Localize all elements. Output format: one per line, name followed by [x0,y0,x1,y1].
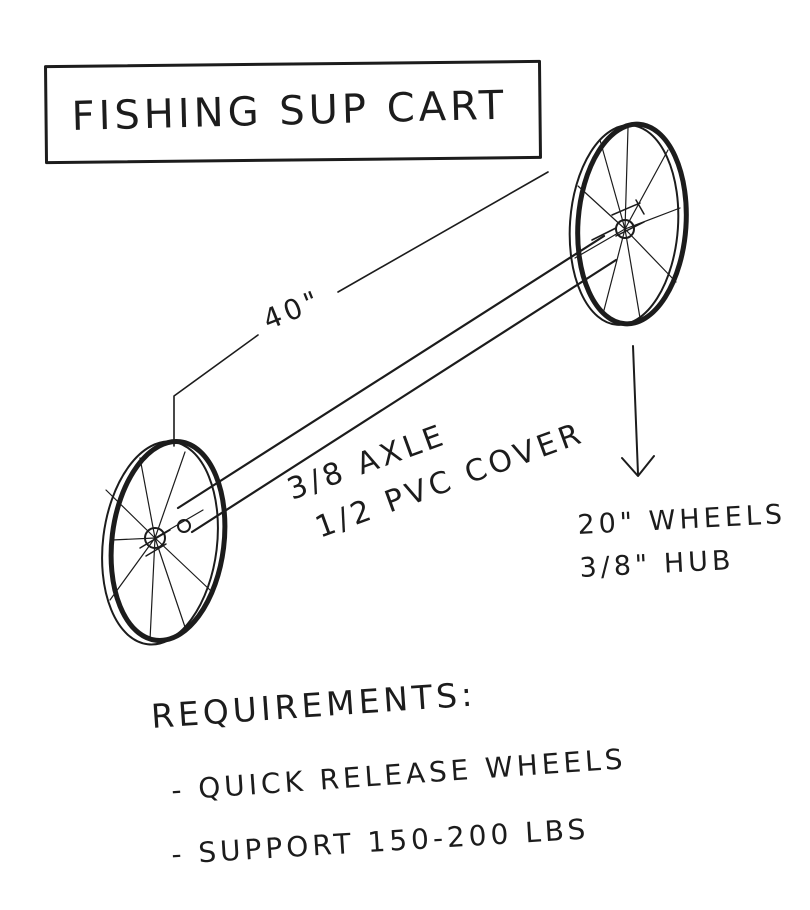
wheels-label-line1: 20" WHEELS [577,499,787,541]
requirements-heading: REQUIREMENTS: [150,674,478,736]
down-arrow-icon [621,345,655,477]
title-box [44,59,542,165]
dimension-line [173,171,549,447]
title-text: FISHING SUP CART [71,83,508,140]
requirement-item: - SUPPORT 150-200 LBS [170,813,590,871]
dimension-label: 40" [258,283,326,336]
wheels-label-line2: 3/8" HUB [579,545,735,584]
requirement-item: - QUICK RELEASE WHEELS [170,742,627,807]
left-wheel [101,439,228,646]
right-wheel [568,121,689,327]
axle [176,227,618,534]
